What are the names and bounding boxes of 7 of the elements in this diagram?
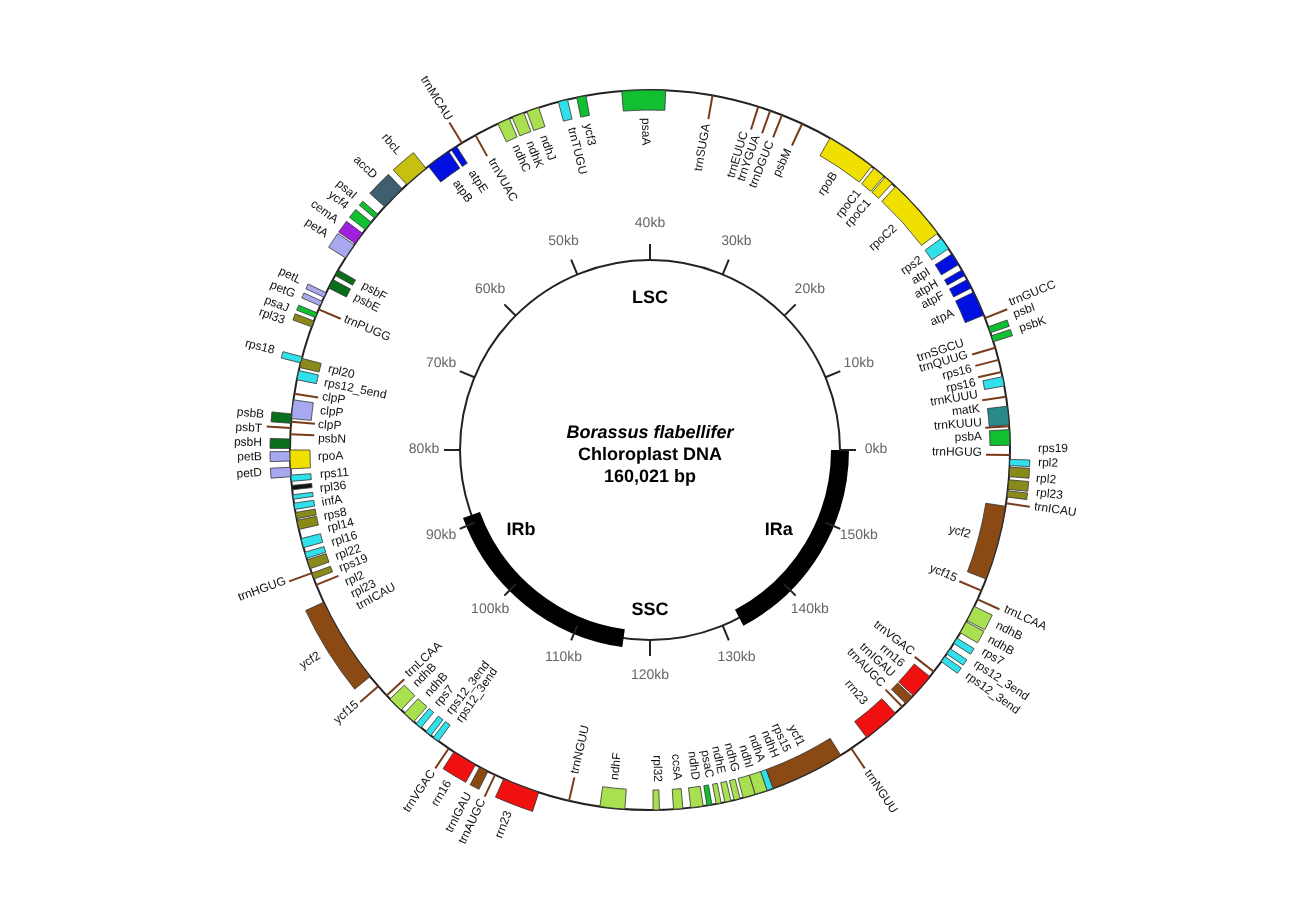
species-name: Borassus flabellifer xyxy=(566,424,734,442)
region-label: IRa xyxy=(764,521,793,540)
genome-info: Chloroplast DNA xyxy=(578,446,722,464)
genome-info: 160,021 bp xyxy=(603,468,697,486)
region-label: LSC xyxy=(632,289,668,307)
region-label: IRb xyxy=(506,521,536,540)
region-label: SSC xyxy=(631,601,669,619)
